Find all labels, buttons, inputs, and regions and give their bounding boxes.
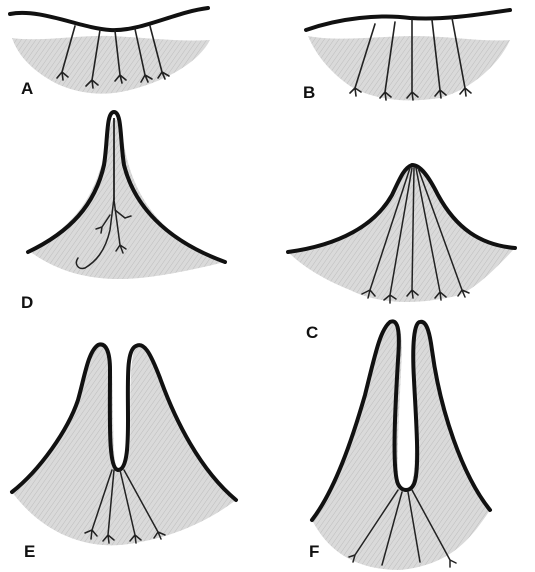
panel-c: C <box>288 165 515 342</box>
panel-b: B <box>303 10 510 102</box>
panel-e: E <box>12 344 236 561</box>
panel-b-label: B <box>303 83 315 102</box>
panel-d: D <box>21 112 225 312</box>
panel-a: A <box>10 8 210 98</box>
panel-b-surface <box>306 10 510 30</box>
panel-e-tissue <box>12 344 236 545</box>
panel-f: F <box>309 321 490 570</box>
panel-b-tissue <box>308 36 510 100</box>
panel-c-label: C <box>306 323 318 342</box>
panel-f-tissue <box>312 321 490 570</box>
panel-a-tissue <box>12 36 210 94</box>
panel-e-label: E <box>24 542 35 561</box>
panel-d-label: D <box>21 293 33 312</box>
panel-c-tissue <box>288 165 515 302</box>
panel-d-tissue <box>28 118 225 279</box>
panel-a-surface <box>10 8 208 30</box>
panel-a-label: A <box>21 79 33 98</box>
panel-f-label: F <box>309 542 319 561</box>
